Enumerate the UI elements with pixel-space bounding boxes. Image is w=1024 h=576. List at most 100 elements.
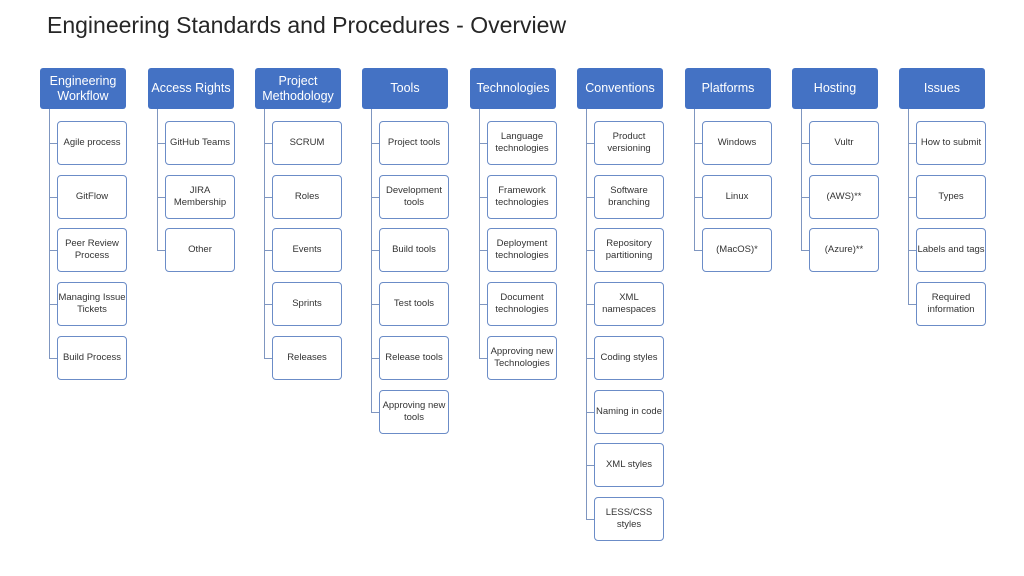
category-header[interactable]: Hosting xyxy=(792,68,878,109)
connector-line xyxy=(586,465,594,467)
connector-line xyxy=(479,143,487,144)
connector-line xyxy=(49,196,57,198)
connector-line xyxy=(586,357,594,359)
connector-line xyxy=(264,109,265,358)
connector-line xyxy=(371,143,379,144)
connector-line xyxy=(801,196,809,198)
item-box[interactable]: Types xyxy=(916,174,986,219)
connector-line xyxy=(49,109,50,358)
item-box[interactable]: Naming in code xyxy=(594,389,664,434)
item-box[interactable]: SCRUM xyxy=(272,121,342,165)
item-box[interactable]: Other xyxy=(165,228,235,273)
connector-line xyxy=(479,357,487,359)
connector-line xyxy=(801,109,802,251)
item-box[interactable]: Coding styles xyxy=(594,335,664,380)
item-box[interactable]: Repository partitioning xyxy=(594,228,664,273)
item-box[interactable]: Product versioning xyxy=(594,121,664,165)
category-header[interactable]: Conventions xyxy=(577,68,663,109)
category-header[interactable]: Project Methodology xyxy=(255,68,341,109)
item-box[interactable]: Vultr xyxy=(809,121,879,165)
item-box[interactable]: GitFlow xyxy=(57,174,127,219)
item-box[interactable]: Peer Review Process xyxy=(57,228,127,273)
connector-line xyxy=(371,411,379,413)
item-box[interactable]: Required information xyxy=(916,282,986,327)
connector-line xyxy=(694,250,702,252)
item-box[interactable]: Document technologies xyxy=(487,282,557,327)
item-box[interactable]: Build Process xyxy=(57,335,127,380)
connector-line xyxy=(264,357,272,359)
item-box[interactable]: (AWS)** xyxy=(809,174,879,219)
category-header[interactable]: Engineering Workflow xyxy=(40,68,126,109)
connector-line xyxy=(694,109,695,251)
category-header[interactable]: Tools xyxy=(362,68,448,109)
connector-line xyxy=(694,143,702,144)
connector-line xyxy=(49,304,57,306)
connector-line xyxy=(371,196,379,198)
connector-line xyxy=(479,109,480,358)
connector-line xyxy=(908,304,916,306)
category-header[interactable]: Platforms xyxy=(685,68,771,109)
connector-line xyxy=(371,304,379,306)
item-box[interactable]: Approving new tools xyxy=(379,389,449,434)
connector-line xyxy=(49,357,57,359)
connector-line xyxy=(264,304,272,306)
item-box[interactable]: Framework technologies xyxy=(487,174,557,219)
page-title: Engineering Standards and Procedures - O… xyxy=(47,12,567,38)
connector-line xyxy=(264,143,272,144)
connector-line xyxy=(586,143,594,144)
item-box[interactable]: JIRA Membership xyxy=(165,174,235,219)
item-box[interactable]: Language technologies xyxy=(487,121,557,165)
item-box[interactable]: Software branching xyxy=(594,174,664,219)
item-box[interactable]: Agile process xyxy=(57,121,127,165)
item-box[interactable]: Development tools xyxy=(379,174,449,219)
item-box[interactable]: XML namespaces xyxy=(594,282,664,327)
item-box[interactable]: Deployment technologies xyxy=(487,228,557,273)
connector-line xyxy=(586,196,594,198)
item-box[interactable]: (Azure)** xyxy=(809,228,879,273)
item-box[interactable]: LESS/CSS styles xyxy=(594,496,664,541)
connector-line xyxy=(264,196,272,198)
connector-line xyxy=(157,109,158,251)
connector-line xyxy=(157,250,165,252)
item-box[interactable]: Roles xyxy=(272,174,342,219)
connector-line xyxy=(479,250,487,252)
item-box[interactable]: Releases xyxy=(272,335,342,380)
connector-line xyxy=(371,109,372,412)
connector-line xyxy=(908,196,916,198)
connector-line xyxy=(586,411,594,413)
connector-line xyxy=(908,109,909,305)
connector-line xyxy=(908,143,916,144)
item-box[interactable]: Approving new Technologies xyxy=(487,335,557,380)
connector-line xyxy=(801,250,809,252)
category-header[interactable]: Technologies xyxy=(470,68,556,109)
connector-line xyxy=(157,143,165,144)
category-header[interactable]: Issues xyxy=(899,68,985,109)
category-header[interactable]: Access Rights xyxy=(148,68,234,109)
item-box[interactable]: Sprints xyxy=(272,282,342,327)
connector-line xyxy=(586,518,594,520)
item-box[interactable]: Labels and tags xyxy=(916,228,986,273)
connector-line xyxy=(801,143,809,144)
item-box[interactable]: Test tools xyxy=(379,282,449,327)
item-box[interactable]: Linux xyxy=(702,174,772,219)
item-box[interactable]: XML styles xyxy=(594,443,664,488)
item-box[interactable]: Managing Issue Tickets xyxy=(57,282,127,327)
connector-line xyxy=(49,143,57,144)
item-box[interactable]: Release tools xyxy=(379,335,449,380)
connector-line xyxy=(479,196,487,198)
item-box[interactable]: GitHub Teams xyxy=(165,121,235,165)
item-box[interactable]: Windows xyxy=(702,121,772,165)
connector-line xyxy=(586,304,594,306)
connector-line xyxy=(371,250,379,252)
connector-line xyxy=(586,250,594,252)
connector-line xyxy=(694,196,702,198)
connector-line xyxy=(49,250,57,252)
item-box[interactable]: (MacOS)* xyxy=(702,228,772,273)
item-box[interactable]: Events xyxy=(272,228,342,273)
item-box[interactable]: Project tools xyxy=(379,121,449,165)
item-box[interactable]: How to submit xyxy=(916,121,986,165)
item-box[interactable]: Build tools xyxy=(379,228,449,273)
connector-line xyxy=(264,250,272,252)
connector-line xyxy=(371,357,379,359)
connector-line xyxy=(479,304,487,306)
